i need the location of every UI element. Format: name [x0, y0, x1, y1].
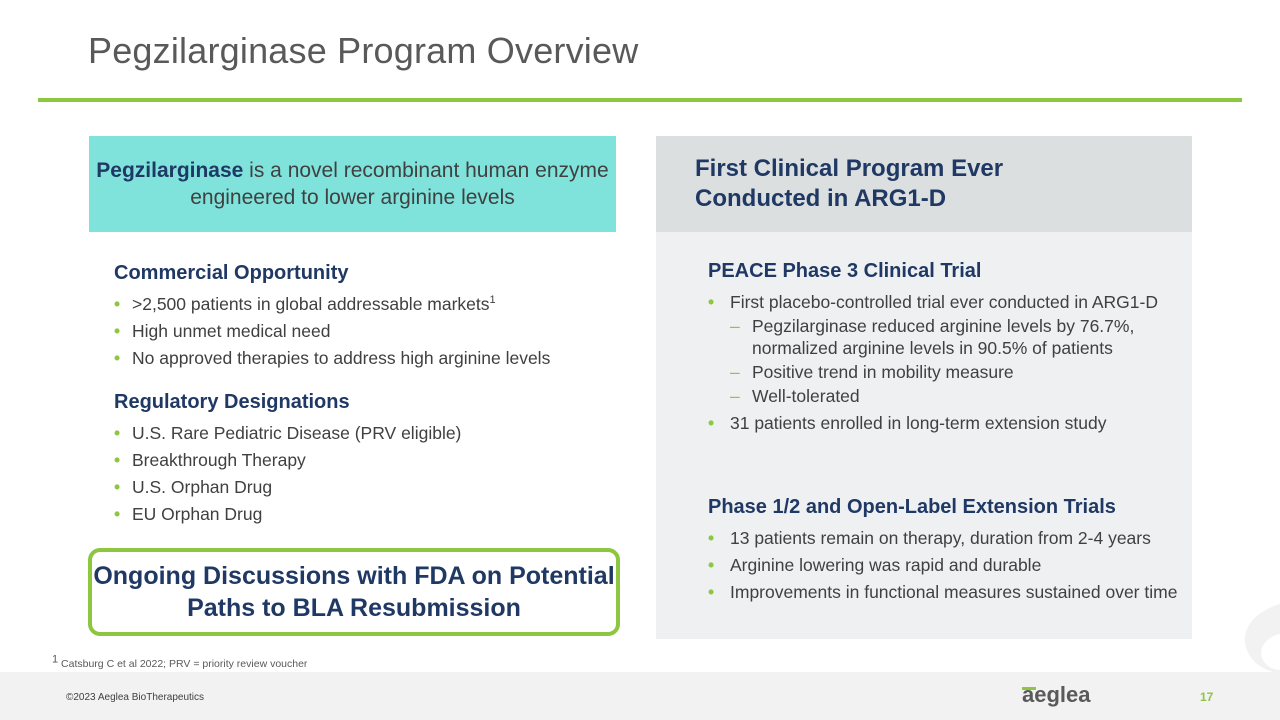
list-item: • Arginine lowering was rapid and durable: [708, 554, 1188, 576]
list-item-text: Improvements in functional measures sust…: [730, 582, 1178, 602]
sub-list-item-text: Pegzilarginase reduced arginine levels b…: [752, 316, 1135, 358]
bullet-icon: •: [114, 450, 121, 470]
sub-list-item: –Positive trend in mobility measure: [730, 361, 1188, 383]
list-item: • First placebo-controlled trial ever con…: [708, 291, 1188, 407]
list-item: • No approved therapies to address high a…: [114, 347, 614, 369]
logo-wordmark: aeglea: [1022, 682, 1091, 707]
commercial-section: Commercial Opportunity • >2,500 patients …: [114, 262, 614, 374]
dash-icon: –: [730, 386, 740, 406]
list-item: • >2,500 patients in global addressable m…: [114, 293, 614, 315]
list-item-text: Arginine lowering was rapid and durable: [730, 555, 1042, 575]
bullet-icon: •: [114, 294, 121, 314]
list-item-text: U.S. Rare Pediatric Disease (PRV eligibl…: [132, 423, 462, 443]
bullet-icon: •: [708, 555, 715, 575]
regulatory-section: Regulatory Designations • U.S. Rare Pedia…: [114, 391, 614, 530]
fda-callout-box: Ongoing Discussions with FDA on Potentia…: [88, 548, 620, 636]
sub-list-item: –Well-tolerated: [730, 385, 1188, 407]
commercial-list: • >2,500 patients in global addressable m…: [114, 293, 614, 369]
bullet-icon: •: [114, 504, 121, 524]
sub-list-item-text: Positive trend in mobility measure: [752, 362, 1014, 382]
list-item-text: U.S. Orphan Drug: [132, 477, 273, 497]
right-panel-title: First Clinical Program Ever Conducted in…: [695, 155, 1004, 212]
hero-rest: is a novel recombinant human enzyme engi…: [190, 159, 609, 209]
bullet-icon: •: [114, 477, 121, 497]
footnote-marker: 1: [52, 653, 59, 666]
bullet-icon: •: [708, 413, 715, 433]
bullet-icon: •: [708, 582, 715, 602]
sub-list-item: –Pegzilarginase reduced arginine levels …: [730, 315, 1188, 359]
bullet-icon: •: [708, 528, 715, 548]
hero-banner: Pegzilarginase is a novel recombinant hu…: [89, 136, 616, 232]
list-item-text: 31 patients enrolled in long-term extens…: [730, 413, 1107, 433]
title-divider: [38, 98, 1242, 102]
list-item-text: No approved therapies to address high ar…: [132, 348, 551, 368]
callout-text: Ongoing Discussions with FDA on Potentia…: [93, 562, 615, 622]
footnote: 1 Catsburg C et al 2022; PRV = priority …: [52, 654, 308, 670]
footnote-text: Catsburg C et al 2022; PRV = priority re…: [58, 658, 308, 670]
list-item-text: EU Orphan Drug: [132, 504, 263, 524]
list-item: • Improvements in functional measures sus…: [708, 581, 1188, 603]
corner-swoosh-decoration: [1244, 604, 1280, 674]
dash-icon: –: [730, 362, 740, 382]
peace-heading: PEACE Phase 3 Clinical Trial: [708, 260, 982, 282]
list-item-text: First placebo-controlled trial ever cond…: [730, 292, 1158, 312]
page-number: 17: [1200, 690, 1214, 704]
sub-list-item-text: Well-tolerated: [752, 386, 860, 406]
list-item: • U.S. Orphan Drug: [114, 476, 614, 498]
peace-sublist: –Pegzilarginase reduced arginine levels …: [730, 315, 1188, 407]
aeglea-logo: aeglea: [1022, 682, 1091, 707]
commercial-heading: Commercial Opportunity: [114, 262, 349, 284]
bullet-icon: •: [708, 292, 715, 312]
bullet-icon: •: [114, 321, 121, 341]
logo-accent: [1022, 687, 1036, 690]
bullet-icon: •: [114, 348, 121, 368]
list-item: • Breakthrough Therapy: [114, 449, 614, 471]
phase12-section: Phase 1/2 and Open-Label Extension Trial…: [708, 496, 1188, 608]
list-item-text: Breakthrough Therapy: [132, 450, 306, 470]
bullet-icon: •: [114, 423, 121, 443]
footer-bar: [0, 672, 1280, 720]
phase12-heading: Phase 1/2 and Open-Label Extension Trial…: [708, 496, 1116, 518]
list-item: • U.S. Rare Pediatric Disease (PRV eligib…: [114, 422, 614, 444]
regulatory-heading: Regulatory Designations: [114, 391, 350, 413]
copyright-text: ©2023 Aeglea BioTherapeutics: [66, 692, 205, 703]
peace-list: • First placebo-controlled trial ever con…: [708, 291, 1188, 434]
list-item: • EU Orphan Drug: [114, 503, 614, 525]
regulatory-list: • U.S. Rare Pediatric Disease (PRV eligib…: [114, 422, 614, 525]
list-item-text: High unmet medical need: [132, 321, 331, 341]
dash-icon: –: [730, 316, 740, 336]
footnote-marker: 1: [489, 294, 496, 307]
hero-strong: Pegzilarginase: [96, 159, 244, 182]
list-item: • 13 patients remain on therapy, duration…: [708, 527, 1188, 549]
list-item: • 31 patients enrolled in long-term exten…: [708, 412, 1188, 434]
right-panel-header: First Clinical Program Ever Conducted in…: [656, 136, 1192, 232]
list-item-text: >2,500 patients in global addressable ma…: [132, 294, 490, 314]
list-item-text: 13 patients remain on therapy, duration …: [730, 528, 1151, 548]
phase12-list: • 13 patients remain on therapy, duration…: [708, 527, 1188, 603]
slide-title: Pegzilarginase Program Overview: [88, 30, 639, 71]
peace-section: PEACE Phase 3 Clinical Trial • First plac…: [708, 260, 1188, 439]
right-panel-body: PEACE Phase 3 Clinical Trial • First plac…: [656, 232, 1192, 639]
hero-text: Pegzilarginase is a novel recombinant hu…: [89, 157, 616, 211]
list-item: • High unmet medical need: [114, 320, 614, 342]
